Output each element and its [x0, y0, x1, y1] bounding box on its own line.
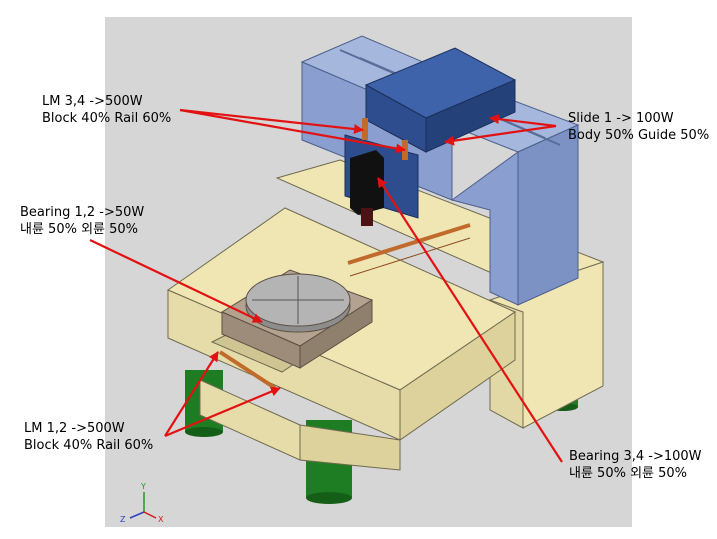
annotation-bearing12: Bearing 1,2 ->50W 내륜 50% 외륜 50%	[20, 204, 144, 238]
annotation-slide1-line2: Body 50% Guide 50%	[568, 128, 710, 143]
annotation-bearing34: Bearing 3,4 ->100W 내륜 50% 외륜 50%	[569, 448, 702, 482]
arrow-bearing34	[377, 177, 563, 463]
annotation-bearing34-line2: 내륜 50% 외륜 50%	[569, 466, 688, 481]
annotation-bearing12-line2: 내륜 50% 외륜 50%	[20, 222, 139, 237]
axis-label-z: Z	[120, 515, 126, 524]
axis-triad: Y Z X	[120, 482, 164, 524]
arrow-lm12-a	[164, 351, 219, 437]
annotation-bearing12-line1: Bearing 1,2 ->50W	[20, 205, 145, 220]
annotation-lm12-line2: Block 40% Rail 60%	[24, 438, 154, 453]
annotation-slide1: Slide 1 -> 100W Body 50% Guide 50%	[568, 110, 709, 144]
arrow-lm34-a	[179, 108, 364, 134]
arrow-lm34-b	[179, 108, 406, 154]
arrow-bearing12	[89, 239, 263, 323]
x-axis-line	[143, 511, 157, 519]
annotation-slide1-line1: Slide 1 -> 100W	[568, 111, 674, 126]
arrow-lm12-b	[164, 386, 281, 438]
annotation-lm34: LM 3,4 ->500W Block 40% Rail 60%	[42, 93, 171, 127]
annotation-lm34-line1: LM 3,4 ->500W	[42, 94, 143, 109]
arrow-slide-a	[489, 114, 557, 128]
rotary-table	[220, 269, 374, 369]
annotation-lm12: LM 1,2 ->500W Block 40% Rail 60%	[24, 420, 153, 454]
axis-label-x: X	[158, 515, 164, 524]
z-axis-line	[129, 511, 145, 519]
annotation-lm34-line2: Block 40% Rail 60%	[42, 111, 172, 126]
annotation-lm12-line1: LM 1,2 ->500W	[24, 421, 125, 436]
annotation-bearing34-line1: Bearing 3,4 ->100W	[569, 449, 702, 464]
arrow-slide-b	[444, 124, 557, 146]
annotation-arrows	[89, 108, 563, 463]
axis-label-y: Y	[140, 482, 146, 491]
